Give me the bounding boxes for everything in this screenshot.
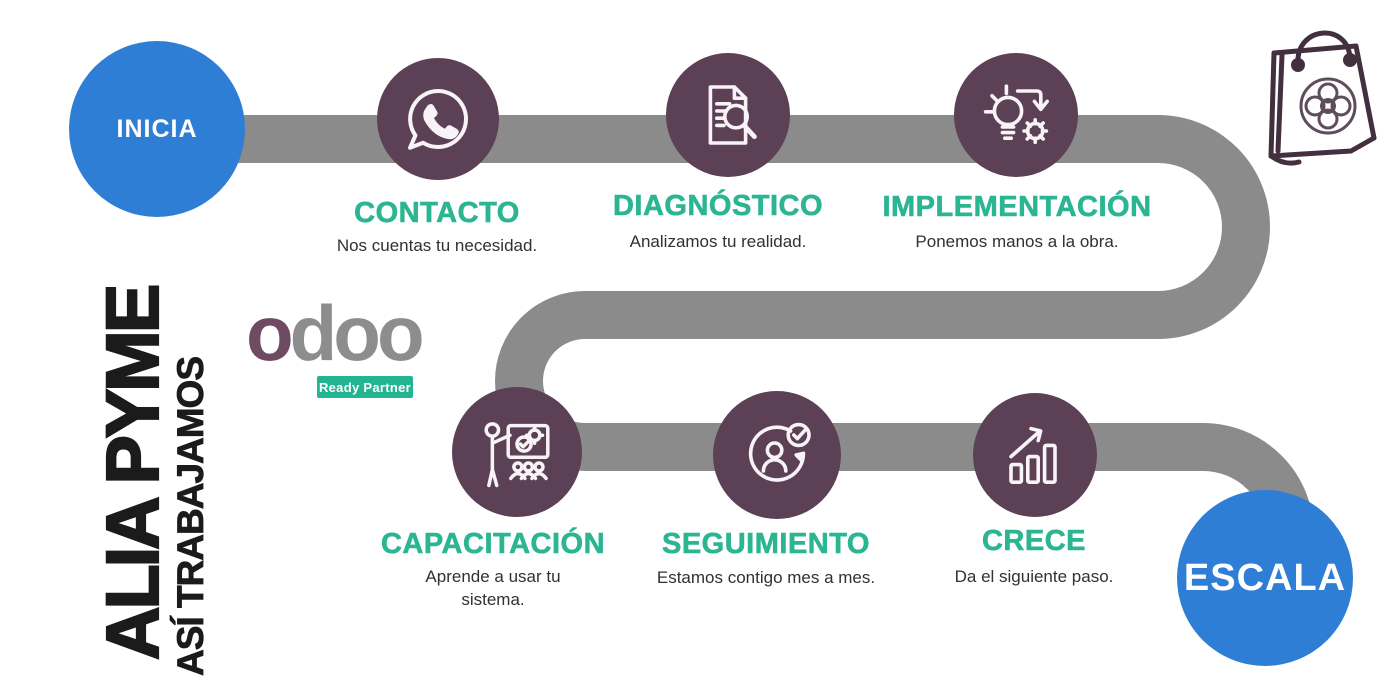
end-node-label: ESCALA (1183, 556, 1347, 599)
step-description-seguimiento: Estamos contigo mes a mes. (656, 568, 876, 587)
step-description-contacto: Nos cuentas tu necesidad. (336, 236, 538, 255)
step-description-implementacion: Ponemos manos a la obra. (915, 232, 1119, 251)
end-node: ESCALA (1177, 490, 1353, 666)
whatsapp-icon (408, 89, 468, 150)
step-label-crece: CRECE (981, 525, 1086, 558)
step-circle-seguimiento (713, 391, 841, 519)
step-circle-diagnostico (666, 53, 790, 177)
step-label-capacitacion: CAPACITACIÓN (380, 528, 606, 561)
growth-chart-icon (1009, 426, 1057, 484)
step-description-crece: Da el siguiente paso. (954, 567, 1114, 586)
shopping-bag-icon (1268, 30, 1377, 166)
step-label-implementacion: IMPLEMENTACIÓN (882, 191, 1152, 224)
page-title: ALIA PYME (90, 286, 175, 661)
document-search-icon (708, 85, 757, 145)
step-label-seguimiento: SEGUIMIENTO (662, 528, 870, 561)
step-description-capacitacion: Aprende a usar tu sistema. (425, 567, 561, 609)
step-description-diagnostico: Analizamos tu realidad. (629, 232, 807, 251)
step-circle-implementacion (954, 53, 1078, 177)
step-label-diagnostico: DIAGNÓSTICO (612, 190, 824, 223)
step-circle-capacitacion (452, 387, 582, 517)
start-node: INICIA (69, 41, 245, 217)
odoo-logo: odoo (246, 294, 425, 372)
step-label-contacto: CONTACTO (354, 197, 520, 230)
step-circle-crece (973, 393, 1097, 517)
training-board-icon (484, 422, 550, 488)
start-node-label: INICIA (116, 114, 198, 143)
page-subtitle: ASÍ TRABAJAMOS (170, 356, 212, 677)
follow-up-icon (748, 422, 811, 482)
step-circle-contacto (377, 58, 499, 180)
odoo-logo-rest: doo (289, 289, 425, 377)
ready-partner-badge: Ready Partner (317, 376, 413, 398)
odoo-logo-first-letter: o (246, 289, 294, 377)
idea-gear-icon (983, 84, 1049, 144)
